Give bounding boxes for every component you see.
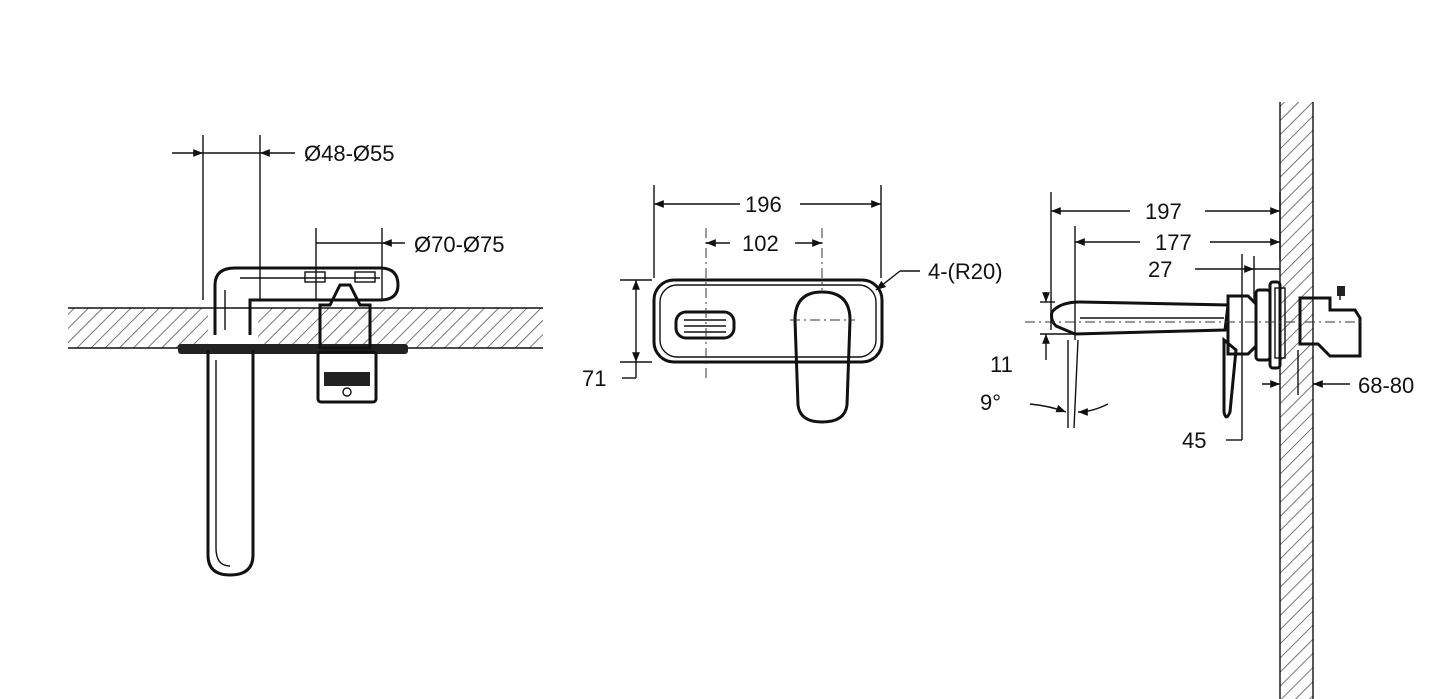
outlet-slot <box>674 310 736 340</box>
dim-handle: 45 <box>1182 254 1243 453</box>
dim-projection: 197 <box>1050 192 1281 330</box>
dim-wall: 68-80 <box>1262 350 1414 398</box>
dim-hole-small: Ø48-Ø55 <box>172 135 395 300</box>
cover-plate <box>652 278 884 364</box>
wall-hatch <box>1280 102 1313 699</box>
dim-angle-label: 9° <box>980 390 1001 415</box>
rear-valve <box>1298 296 1362 358</box>
spout-side-view: 197 177 27 11 <box>980 102 1414 699</box>
dim-angle: 9° <box>980 339 1109 429</box>
dim-height: 71 <box>582 279 652 391</box>
dim-handle-label: 45 <box>1182 428 1206 453</box>
connecting-pipe <box>213 266 400 335</box>
dim-hole-large: Ø70-Ø75 <box>315 228 505 300</box>
dim-width-label: 196 <box>745 192 782 217</box>
dim-radius-label: 4-(R20) <box>928 259 1003 284</box>
dim-wall-label: 68-80 <box>1358 373 1414 398</box>
dim-width: 196 <box>653 185 882 278</box>
dim-radius: 4-(R20) <box>875 259 1003 291</box>
dim-centers-label: 102 <box>742 231 779 256</box>
valve-body <box>318 283 372 350</box>
dim-spout-label: 177 <box>1155 230 1192 255</box>
dim-hole-small-label: Ø48-Ø55 <box>304 141 395 166</box>
dim-centers: 102 <box>706 231 822 256</box>
front-view: 196 102 71 4-(R20) <box>582 185 1003 424</box>
side-section-view: Ø48-Ø55 Ø70-Ø75 <box>68 135 543 577</box>
spout-body <box>206 350 255 577</box>
dim-spout-height-label: 11 <box>990 352 1013 377</box>
valve-cartridge <box>316 350 378 404</box>
dim-height-label: 71 <box>582 366 606 391</box>
side-handle <box>1222 336 1238 419</box>
countertop-hatch-right <box>258 308 543 348</box>
dim-hole-large-label: Ø70-Ø75 <box>414 232 505 257</box>
dim-spout: 177 <box>1074 226 1280 340</box>
dim-plate: 27 <box>1148 256 1280 300</box>
countertop-hatch-left <box>68 308 208 348</box>
dim-projection-label: 197 <box>1145 199 1182 224</box>
dim-plate-label: 27 <box>1148 257 1172 282</box>
dim-spout-height: 11 <box>990 292 1075 377</box>
lever-handle <box>793 290 852 424</box>
